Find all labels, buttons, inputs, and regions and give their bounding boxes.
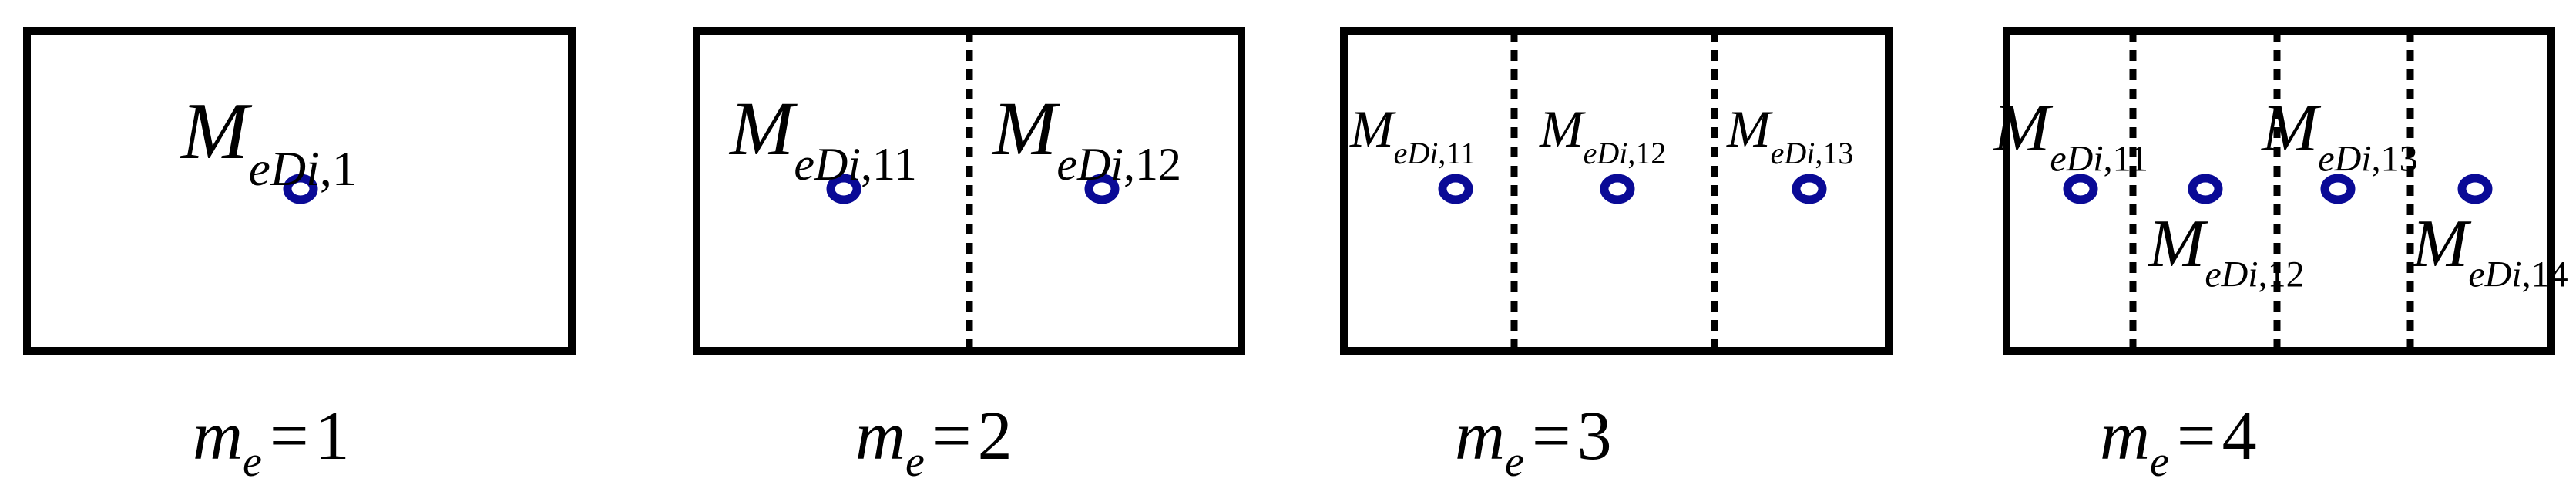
caption-subscript: e (1505, 438, 1524, 486)
cell-label: MeDi,12 (991, 86, 1181, 190)
label-symbol: M (1726, 99, 1773, 158)
label-index: ,12 (1123, 139, 1181, 190)
caption-value: 4 (2222, 398, 2257, 474)
label-index: ,12 (1627, 136, 1666, 170)
label-index: ,11 (861, 139, 917, 190)
caption-equals: = (1532, 398, 1571, 474)
node-marker (1792, 174, 1827, 204)
label-index: ,11 (1438, 136, 1476, 170)
label-symbol: M (180, 86, 253, 176)
label-subscript: eDi (2468, 254, 2521, 295)
panel-1: MeDi,1 me=1 (23, 27, 576, 486)
cell-label: MeDi,11 (1992, 91, 2148, 179)
label-subscript: eDi (2205, 254, 2258, 295)
label-subscript: eDi (1056, 139, 1123, 190)
caption-value: 3 (1577, 398, 1612, 474)
label-index: ,1 (320, 141, 357, 196)
caption-equals: = (932, 398, 972, 474)
panel-caption: me=1 (193, 398, 350, 486)
panel-frame (1340, 27, 1893, 355)
node-marker (826, 174, 861, 204)
cell-label: MeDi,11 (1349, 99, 1476, 170)
panel-caption: me=3 (1455, 398, 1612, 486)
label-symbol: M (2260, 91, 2322, 166)
node-marker (2188, 174, 2223, 204)
cell-label: MeDi,12 (2147, 207, 2305, 295)
label-index: ,13 (1815, 136, 1853, 170)
label-symbol: M (1539, 99, 1586, 158)
node-marker (2320, 174, 2356, 204)
caption-subscript: e (905, 438, 925, 486)
caption-equals: = (2177, 398, 2216, 474)
node-marker (2457, 174, 2493, 204)
label-symbol: M (1349, 99, 1396, 158)
label-symbol: M (2410, 207, 2472, 281)
label-index: ,14 (2522, 254, 2568, 295)
caption-symbol: m (855, 398, 905, 474)
caption-value: 2 (978, 398, 1013, 474)
node-marker (1438, 174, 1473, 204)
node-marker (1600, 174, 1635, 204)
label-index: ,13 (2372, 138, 2418, 179)
node-marker (2063, 174, 2098, 204)
caption-value: 1 (315, 398, 350, 474)
label-index: ,12 (2259, 254, 2305, 295)
caption-symbol: m (1455, 398, 1505, 474)
cell-label: MeDi,13 (1726, 99, 1853, 170)
label-index: ,11 (2104, 138, 2148, 179)
cell-label: MeDi,1 (180, 86, 357, 196)
label-symbol: M (991, 86, 1060, 171)
panel-caption: me=4 (2100, 398, 2257, 486)
caption-symbol: m (193, 398, 243, 474)
label-subscript: eDi (1771, 136, 1815, 170)
caption-subscript: e (2150, 438, 2169, 486)
caption-symbol: m (2100, 398, 2150, 474)
panel-caption: me=2 (855, 398, 1013, 486)
cell-label: MeDi,14 (2410, 207, 2568, 295)
label-subscript: eDi (2050, 138, 2103, 179)
cell-label: MeDi,11 (728, 86, 917, 190)
cell-label: MeDi,13 (2260, 91, 2418, 179)
label-subscript: eDi (248, 141, 319, 196)
panel-frame (23, 27, 576, 355)
label-symbol: M (2147, 207, 2208, 281)
cell-label: MeDi,12 (1539, 99, 1666, 170)
caption-equals: = (270, 398, 309, 474)
label-symbol: M (728, 86, 798, 171)
label-symbol: M (1992, 91, 2054, 166)
node-marker (283, 174, 318, 204)
label-subscript: eDi (1394, 136, 1439, 170)
label-subscript: eDi (1584, 136, 1628, 170)
label-subscript: eDi (2318, 138, 2371, 179)
node-marker (1084, 174, 1120, 204)
caption-subscript: e (243, 438, 262, 486)
label-subscript: eDi (794, 139, 861, 190)
